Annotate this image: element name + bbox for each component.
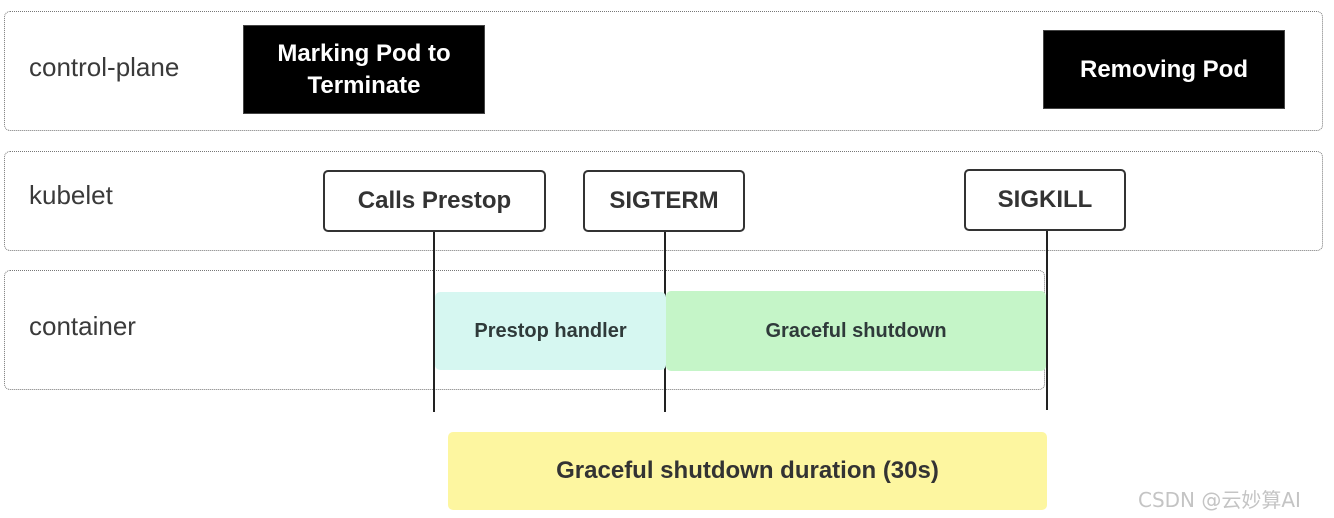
lane-kubelet (4, 151, 1323, 251)
prestop-line (433, 230, 435, 412)
lane-control-plane (4, 11, 1323, 131)
marking-pod-line2: Terminate (307, 71, 421, 99)
sigterm-box: SIGTERM (583, 170, 745, 232)
lane-label-control-plane: control-plane (29, 52, 180, 82)
removing-pod-box: Removing Pod (1043, 30, 1285, 109)
prestop-handler-phase: Prestop handler (435, 292, 666, 370)
marking-pod-box: Marking Pod to Terminate (243, 25, 485, 114)
sigkill-box: SIGKILL (964, 169, 1126, 231)
marking-pod-line1: Marking Pod to (277, 39, 451, 67)
lane-label-kubelet: kubelet (29, 180, 113, 210)
calls-prestop-box: Calls Prestop (323, 170, 546, 232)
graceful-shutdown-phase: Graceful shutdown (666, 291, 1046, 371)
sigkill-line (1046, 229, 1048, 410)
graceful-shutdown-duration-bar: Graceful shutdown duration (30s) (448, 432, 1047, 510)
lane-label-container: container (29, 311, 136, 341)
csdn-watermark: CSDN @云妙算AI (1138, 488, 1301, 512)
